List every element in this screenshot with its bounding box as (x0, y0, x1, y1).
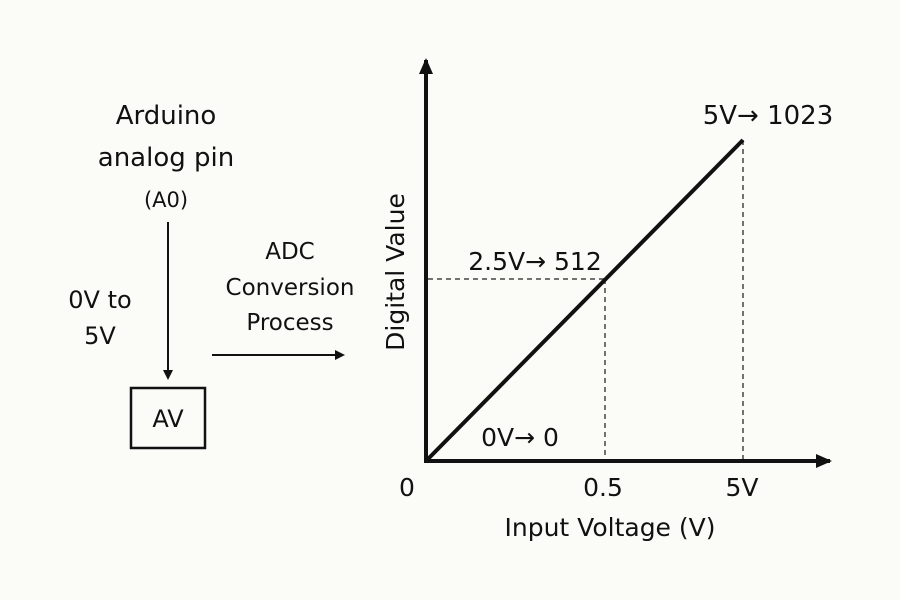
x-tick-0: 0 (399, 473, 415, 502)
range-line1: 0V to (68, 286, 131, 314)
process-line2: Conversion (226, 275, 355, 301)
title-arduino: Arduino (116, 101, 217, 131)
av-box (129, 386, 207, 450)
transfer-line (424, 138, 745, 463)
process-line3: Process (246, 310, 333, 336)
annotation-max: 5V→ 1023 (703, 101, 834, 131)
annotation-mid: 2.5V→ 512 (468, 247, 601, 276)
av-box-label: AV (152, 405, 184, 433)
range-line2: 5V (84, 322, 116, 350)
title-analog-pin: analog pin (98, 143, 234, 173)
x-tick-5v: 5V (725, 473, 758, 502)
process-line1: ADC (265, 239, 315, 265)
y-axis-label: Digital Value (381, 193, 410, 351)
x-tick-0.5: 0.5 (583, 473, 623, 502)
pin-label: (A0) (144, 188, 188, 212)
x-axis-label: Input Voltage (V) (504, 513, 715, 542)
annotation-min: 0V→ 0 (481, 423, 559, 452)
